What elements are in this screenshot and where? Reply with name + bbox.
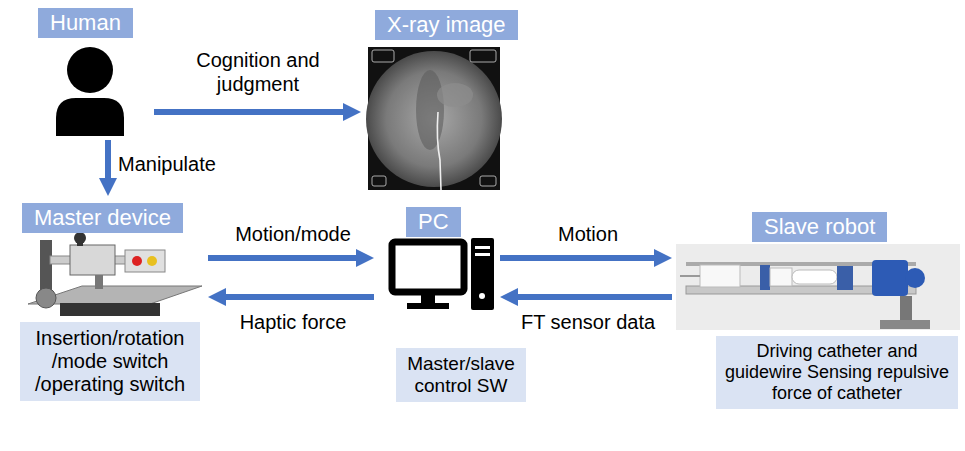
header-label: Slave robot: [752, 212, 887, 242]
master-device-photo: [28, 232, 202, 316]
edge-label: FT sensor data: [521, 310, 655, 334]
component-group: Slave robot: [676, 210, 960, 332]
flow-arrow: [517, 294, 672, 300]
header-label: Human: [38, 8, 133, 38]
flow-arrow: [500, 255, 655, 261]
component-group: Human: [38, 8, 150, 136]
edge-label: Motion: [558, 222, 618, 246]
description-text: Master/slave control SW: [402, 353, 520, 397]
header-label: PC: [406, 207, 461, 237]
person-icon: [56, 47, 124, 136]
xray-picture: [366, 47, 502, 190]
description-box: Master/slave control SW: [396, 348, 526, 402]
flow-arrow: [208, 255, 357, 261]
description-text: Insertion/rotation /mode switch /operati…: [26, 327, 194, 396]
edge-label: Manipulate: [118, 152, 216, 176]
flow-arrow: [154, 109, 344, 115]
flow-arrow: [105, 140, 111, 179]
edge-label: Motion/mode: [235, 222, 351, 246]
description-text: Driving catheter and guidewire Sensing r…: [722, 341, 952, 403]
description-box: Driving catheter and guidewire Sensing r…: [716, 336, 958, 409]
edge-label: Cognition and judgment: [173, 48, 343, 96]
computer-icon: [392, 238, 494, 310]
slave-robot-photo: [676, 244, 960, 330]
header-label: Master device: [22, 203, 183, 233]
header-label: X-ray image: [375, 10, 518, 40]
component-group: PC: [378, 205, 496, 313]
component-group: Master device: [22, 200, 204, 320]
flow-arrow: [225, 294, 374, 300]
edge-label: Haptic force: [240, 310, 347, 334]
description-box: Insertion/rotation /mode switch /operati…: [20, 322, 200, 401]
component-group: X-ray image: [365, 10, 520, 192]
